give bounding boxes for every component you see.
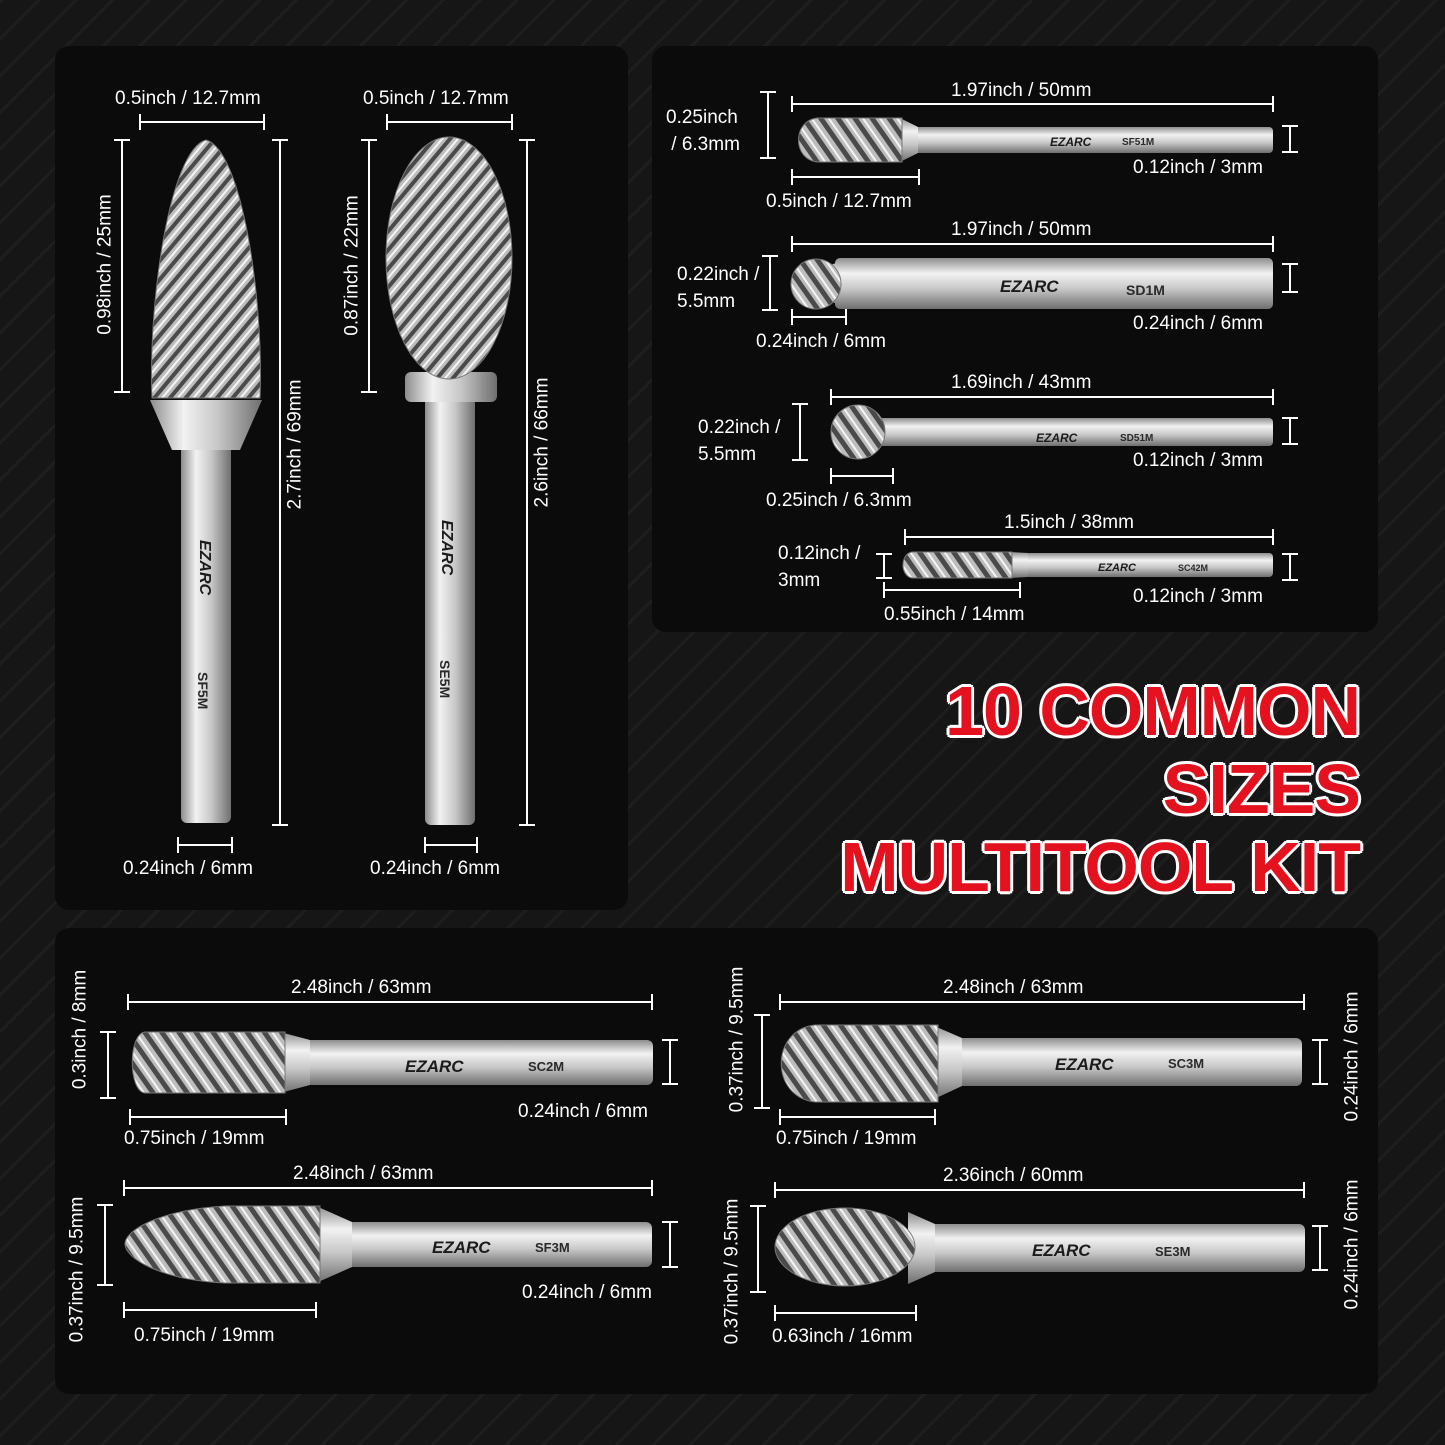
headline-line-2: SIZES (1162, 750, 1361, 828)
brand-label: EZARC (438, 520, 455, 576)
burr-sf51m: EZARC SF51M (798, 117, 1273, 163)
part-code: SE5M (437, 660, 453, 698)
dimension-lines (97, 91, 1328, 1321)
brand-label: EZARC (405, 1057, 464, 1076)
sf3m-total-length-label: 2.48inch / 63mm (293, 1163, 434, 1184)
part-code: SC42M (1178, 563, 1208, 573)
sf51m-shank-label: 0.12inch / 3mm (1133, 157, 1263, 178)
sd51m-head-diameter-label: 0.22inch / 5.5mm (698, 417, 781, 465)
sd1m-head-diameter-label: 0.22inch / 5.5mm (677, 264, 760, 312)
panel-bottom-burrs (55, 928, 1378, 1394)
headline-line-3: MULTITOOL KIT (840, 828, 1361, 906)
burr-sd1m: EZARC SD1M (790, 258, 1273, 310)
sf5m-head-width-label: 0.5inch / 12.7mm (115, 88, 261, 109)
headline: 10 COMMON SIZES MULTITOOL KIT (840, 672, 1361, 906)
brand-label: EZARC (196, 540, 213, 596)
sf5m-shank-label: 0.24inch / 6mm (123, 858, 253, 879)
se5m-total-length-label: 2.6inch / 66mm (531, 377, 553, 508)
sc42m-head-diameter-label: 0.12inch / 3mm (778, 543, 861, 591)
sc42m-head-length-label: 0.55inch / 14mm (884, 604, 1025, 625)
sd1m-head-length-label: 0.24inch / 6mm (756, 331, 886, 352)
burr-sf5m: EZARC SF5M (150, 139, 262, 823)
brand-label: EZARC (1055, 1055, 1114, 1074)
sf51m-head-diameter-label: 0.25inch / 6.3mm (666, 107, 740, 155)
sd51m-shank-label: 0.12inch / 3mm (1133, 450, 1263, 471)
burr-se3m: EZARC SE3M (774, 1207, 1305, 1287)
sc42m-shank-label: 0.12inch / 3mm (1133, 586, 1263, 607)
brand-label: EZARC (1032, 1241, 1091, 1260)
part-code: SC2M (528, 1059, 564, 1074)
sf5m-head-length-label: 0.98inch / 25mm (94, 194, 116, 335)
sc2m-shank-label: 0.24inch / 6mm (518, 1101, 648, 1122)
sf51m-head-length-label: 0.5inch / 12.7mm (766, 191, 912, 212)
brand-label: EZARC (1036, 431, 1078, 445)
sf51m-total-length-label: 1.97inch / 50mm (951, 80, 1092, 101)
sd51m-head-length-label: 0.25inch / 6.3mm (766, 490, 912, 511)
sf3m-head-diameter-label: 0.37inch / 9.5mm (66, 1196, 88, 1343)
brand-label: EZARC (1000, 277, 1059, 296)
se5m-shank-label: 0.24inch / 6mm (370, 858, 500, 879)
sc3m-shank-label: 0.24inch / 6mm (1341, 991, 1363, 1122)
sc3m-head-length-label: 0.75inch / 19mm (776, 1128, 917, 1149)
part-code: SE3M (1155, 1244, 1190, 1259)
se3m-head-diameter-label: 0.37inch / 9.5mm (721, 1198, 743, 1345)
se3m-total-length-label: 2.36inch / 60mm (943, 1165, 1084, 1186)
part-code: SD1M (1126, 282, 1165, 298)
brand-label: EZARC (432, 1238, 491, 1257)
sd1m-shank-label: 0.24inch / 6mm (1133, 313, 1263, 334)
burr-sd51m: EZARC SD51M (830, 404, 1273, 460)
burr-se5m: EZARC SE5M (385, 136, 513, 825)
se3m-shank-label: 0.24inch / 6mm (1341, 1179, 1363, 1310)
brand-label: EZARC (1098, 562, 1137, 574)
sf3m-head-length-label: 0.75inch / 19mm (134, 1325, 275, 1346)
part-code: SF3M (535, 1240, 570, 1255)
sc42m-total-length-label: 1.5inch / 38mm (1004, 512, 1134, 533)
part-code: SD51M (1120, 433, 1153, 444)
se5m-head-length-label: 0.87inch / 22mm (341, 195, 363, 336)
se3m-head-length-label: 0.63inch / 16mm (772, 1326, 913, 1347)
sf5m-total-length-label: 2.7inch / 69mm (284, 379, 306, 510)
panel-large-burrs (55, 46, 628, 910)
burr-sc42m: EZARC SC42M (902, 551, 1273, 579)
sd51m-total-length-label: 1.69inch / 43mm (951, 372, 1092, 393)
sf3m-shank-label: 0.24inch / 6mm (522, 1282, 652, 1303)
headline-line-1: 10 COMMON (945, 672, 1361, 750)
burr-sf3m: EZARC SF3M (124, 1205, 652, 1284)
part-code: SF51M (1122, 137, 1154, 148)
burr-sc2m: EZARC SC2M (131, 1031, 653, 1094)
sc2m-head-diameter-label: 0.3inch / 8mm (69, 969, 91, 1090)
se5m-head-width-label: 0.5inch / 12.7mm (363, 88, 509, 109)
sc3m-head-diameter-label: 0.37inch / 9.5mm (726, 966, 748, 1113)
sc2m-head-length-label: 0.75inch / 19mm (124, 1128, 265, 1149)
sc3m-total-length-label: 2.48inch / 63mm (943, 977, 1084, 998)
burr-sc3m: EZARC SC3M (780, 1024, 1302, 1103)
part-code: SC3M (1168, 1056, 1204, 1071)
brand-label: EZARC (1050, 135, 1092, 149)
part-code: SF5M (195, 672, 211, 709)
sd1m-total-length-label: 1.97inch / 50mm (951, 219, 1092, 240)
sc2m-total-length-label: 2.48inch / 63mm (291, 977, 432, 998)
